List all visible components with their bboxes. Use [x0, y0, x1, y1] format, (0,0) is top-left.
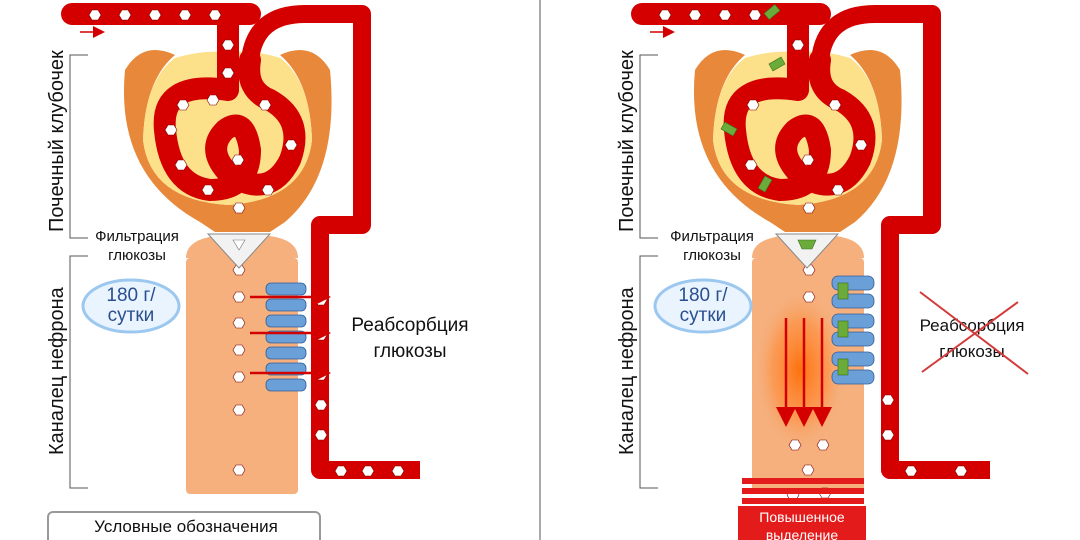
glomerular-capillaries-right: [723, 49, 876, 202]
rate-label-right-2: сутки: [680, 305, 727, 326]
bowman-capsule-right: [693, 50, 902, 232]
label-tubule: Каналец нефрона: [46, 286, 68, 455]
rate-badge-right: [653, 278, 753, 334]
reabsorption-label-1: Реабсорбция: [351, 315, 468, 336]
bracket-tubule-right: [639, 255, 658, 489]
filtration-label-1: Фильтрация: [95, 228, 179, 245]
excretion-label-1: Повышенное: [759, 509, 845, 525]
filtration-inhibitor-icon: [797, 239, 817, 250]
excretion-label-2: выделение: [766, 527, 838, 540]
sglt-transporters: [265, 282, 307, 392]
left-panel: Почечный клубочек Каналец нефрона: [46, 3, 469, 540]
bracket-tubule: [69, 255, 88, 489]
sglt2-inhibitor-marks: [720, 4, 786, 193]
transporter-7: [265, 378, 307, 392]
reabsorption-label-right-1: Реабсорбция: [920, 316, 1025, 335]
filtration-glucose: [232, 239, 246, 251]
bracket-glomerulus-right: [639, 54, 658, 239]
filtration-label-right-1: Фильтрация: [670, 228, 754, 245]
label-tubule-right: Каналец нефрона: [616, 286, 638, 455]
glomerular-capillaries: [153, 49, 306, 202]
filtration-funnel: [206, 233, 272, 269]
filtration-label-right-2: глюкозы: [683, 247, 741, 264]
filtration-funnel-right: [774, 233, 840, 269]
legend-box: [47, 511, 321, 540]
right-panel: Почечный клубочек Каналец нефрона: [616, 3, 1029, 540]
bracket-glomerulus: [69, 54, 88, 239]
transporter-5: [265, 346, 307, 360]
excretion-band: [738, 478, 866, 540]
reabsorption-label-2: глюкозы: [373, 341, 446, 362]
blocked-transporters: [831, 275, 875, 385]
efferent-vessel-right: [811, 5, 990, 479]
glucose-accumulation-glow: [758, 295, 842, 445]
transporter-3: [265, 314, 307, 328]
transporter-1: [265, 282, 307, 296]
label-glomerulus-right: Почечный клубочек: [616, 50, 638, 232]
filtration-label-2: глюкозы: [108, 247, 166, 264]
glucose-molecules: [88, 9, 405, 477]
transporter-2: [265, 298, 307, 312]
bowman-capsule: [123, 50, 332, 232]
rate-label-2: сутки: [108, 305, 155, 326]
label-glomerulus: Почечный клубочек: [46, 50, 68, 232]
rate-badge: [81, 278, 181, 334]
efferent-vessel: [241, 5, 420, 479]
rate-label-1: 180 г/: [106, 285, 156, 306]
cross-line-2-icon: [921, 301, 1019, 373]
rate-label-right-1: 180 г/: [678, 285, 728, 306]
legend-title: Условные обозначения: [94, 517, 278, 536]
